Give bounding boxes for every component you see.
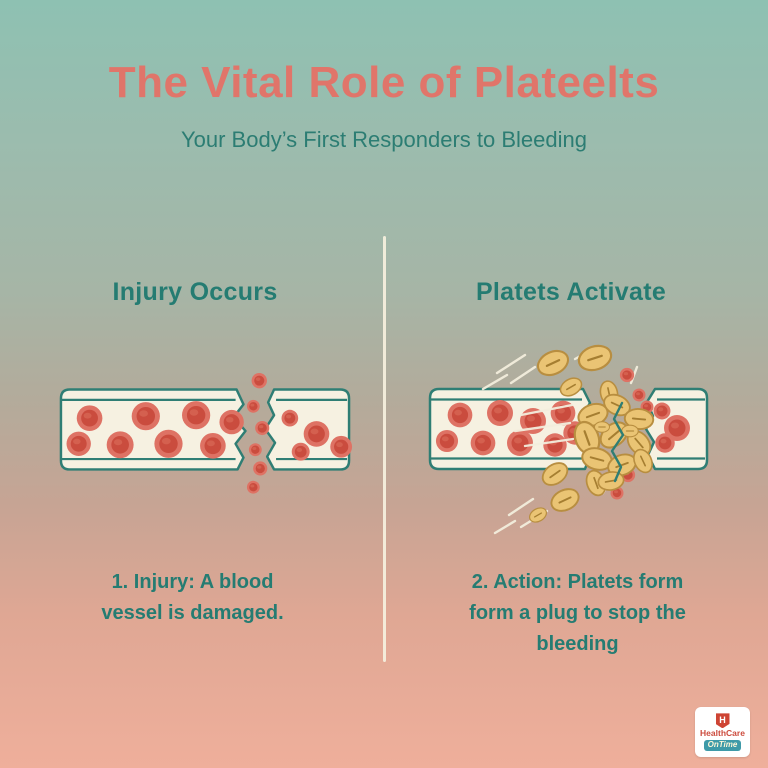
panel-divider [383,236,386,662]
caption-line: 2. Action: Platets form [471,571,684,593]
h-shield-icon: H [715,713,730,729]
caption-line: 1. Injury: A blood [111,571,274,593]
brand-tagline: OnTime [703,739,742,751]
page-subtitle: Your Body’s First Responders to Bleeding [180,127,587,152]
left-panel-heading: Injury Occurs [112,278,278,306]
caption-line: bleeding [536,633,619,655]
left-panel-caption: 1. Injury: A blood vessel is damaged. [60,567,325,629]
platelet-plug [569,389,657,493]
right-panel-caption: 2. Action: Platets form form a plug to s… [430,567,725,660]
escaping-red-cells [246,372,270,494]
brand-name: HealthCare [700,728,745,739]
plug-crack-line [610,401,625,483]
page-title: The Vital Role of Plateelts [108,58,660,107]
shield-letter: H [719,715,726,726]
brand-logo: H HealthCare OnTime [695,707,750,757]
damaged-vessel-illustration [59,372,353,494]
caption-line: vessel is damaged. [101,602,284,624]
caption-line: form a plug to stop the [469,602,686,624]
platelet-plug-illustration [428,343,709,535]
right-panel-heading: Platets Activate [475,278,667,306]
